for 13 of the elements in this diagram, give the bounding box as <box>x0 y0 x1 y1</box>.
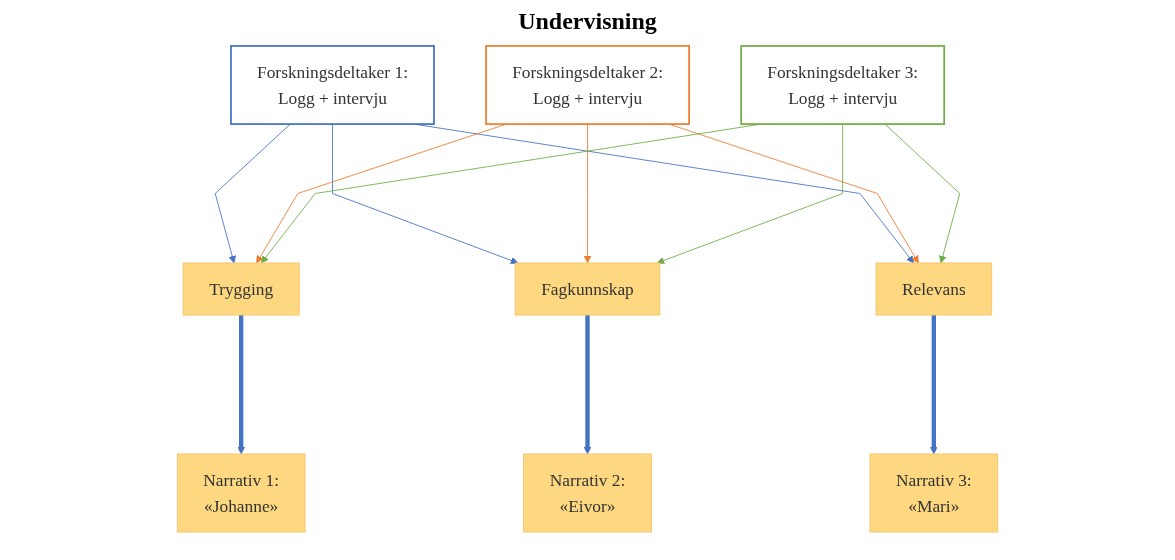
node-box: Forskningsdeltaker 1: Logg + intervju <box>230 45 435 125</box>
node-box: Trygging <box>182 262 300 316</box>
arrow <box>583 315 592 455</box>
node-box: Forskningsdeltaker 2: Logg + intervju <box>485 45 690 125</box>
arrow <box>930 315 938 455</box>
diagram-title: Undervisning <box>517 8 658 35</box>
node-box: Fagkunnskap <box>514 262 661 316</box>
node-box: Relevans <box>875 262 993 316</box>
node-box: Narrativ 1: «Johanne» <box>176 453 306 533</box>
arrow <box>237 315 245 455</box>
node-box: Narrativ 3: «Mari» <box>869 453 999 533</box>
node-box: Forskningsdeltaker 3: Logg + intervju <box>740 45 946 125</box>
node-box: Narrativ 2: «Eivor» <box>523 453 652 533</box>
